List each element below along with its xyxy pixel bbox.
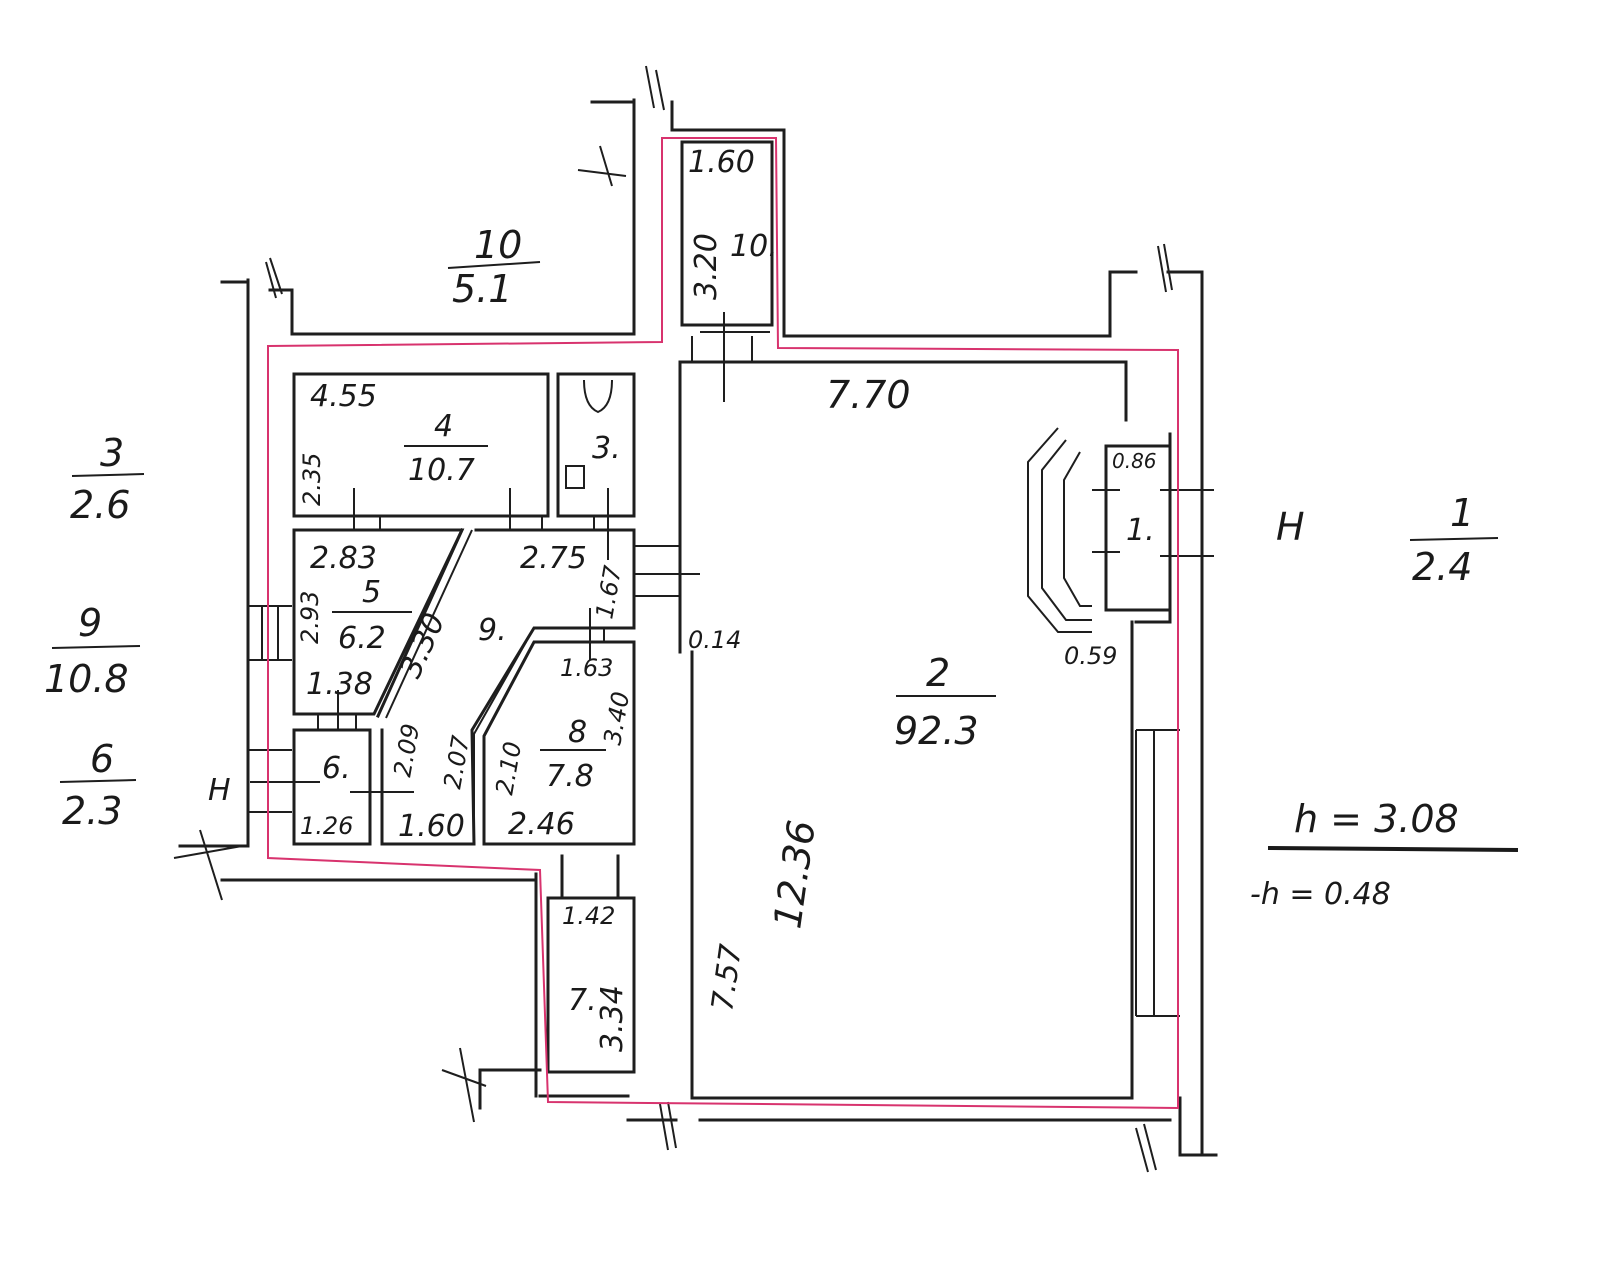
- outer-contour: [267, 137, 1179, 1110]
- room5-width: 2.93: [296, 591, 324, 644]
- room8-side: 2.10: [490, 740, 527, 797]
- room2-long: 12.36: [765, 817, 824, 931]
- room5-bottom: 1.38: [306, 667, 373, 702]
- room1-mark: 1.: [1126, 513, 1155, 548]
- room5-number: 5: [362, 575, 381, 610]
- room2-side: 7.57: [705, 942, 749, 1013]
- mid-length: 2.07: [438, 733, 475, 791]
- room4-area: 10.7: [408, 453, 475, 488]
- room9-diagonal: 3.30: [393, 608, 452, 683]
- room10-area: 5.1: [452, 267, 512, 311]
- room1-area: 2.4: [1412, 545, 1472, 589]
- mid-bottom: 1.60: [398, 809, 465, 844]
- room10-number: 10: [474, 223, 522, 267]
- room7-length: 1.42: [562, 902, 615, 930]
- room6-bottom: 1.26: [300, 812, 353, 840]
- room7-mark: 7.: [568, 983, 597, 1018]
- room3-area: 2.6: [70, 483, 130, 527]
- room1-bottom: 0.59: [1064, 642, 1117, 670]
- room6-side: 2.09: [388, 722, 425, 779]
- room6-area: 2.3: [62, 789, 122, 833]
- room10-mark: 10.: [730, 229, 778, 264]
- n-marker-right: Н: [1276, 505, 1305, 549]
- room8-bottom: 2.46: [508, 807, 575, 842]
- room9-side: 1.67: [590, 563, 627, 621]
- room8-area: 7.8: [546, 759, 594, 794]
- room3-mark: 3.: [592, 431, 621, 466]
- labels: 10 5.1 1.60 3.20 10. 4.55 4 10.7 2.35 3.…: [44, 145, 1519, 1052]
- room8-number: 8: [568, 715, 587, 750]
- room6-number: 6: [90, 737, 114, 781]
- room5-area: 6.2: [338, 621, 386, 656]
- room10-width: 3.20: [689, 233, 724, 300]
- room9-top: 2.75: [520, 541, 587, 576]
- room1-number: 1: [1450, 491, 1474, 535]
- room2-top: 7.70: [826, 373, 911, 417]
- height-sub: -h = 0.48: [1250, 877, 1391, 912]
- door-ticks: [173, 65, 1214, 1173]
- room2-number: 2: [926, 651, 950, 695]
- room9-number: 9: [78, 601, 102, 645]
- room7-width: 3.34: [595, 985, 630, 1052]
- room1-top: 0.86: [1112, 449, 1157, 473]
- height-main: h = 3.08: [1294, 797, 1459, 841]
- room9-mark: 9.: [478, 613, 507, 648]
- stove-niche: [1027, 427, 1172, 633]
- room10-length: 1.60: [688, 145, 755, 180]
- room3-number: 3: [100, 431, 124, 475]
- room2-gap: 0.14: [688, 626, 741, 654]
- room8-width: 3.40: [598, 690, 635, 747]
- room8-length: 1.63: [560, 654, 613, 682]
- room4-number: 4: [434, 409, 453, 444]
- room5-length: 2.83: [310, 541, 377, 576]
- room4-length: 4.55: [310, 379, 377, 414]
- room9-area: 10.8: [44, 657, 129, 701]
- room6-mark: 6.: [322, 751, 351, 786]
- room4-width: 2.35: [298, 453, 326, 506]
- room2-area: 92.3: [894, 709, 979, 753]
- n-marker-left: Н: [208, 773, 231, 808]
